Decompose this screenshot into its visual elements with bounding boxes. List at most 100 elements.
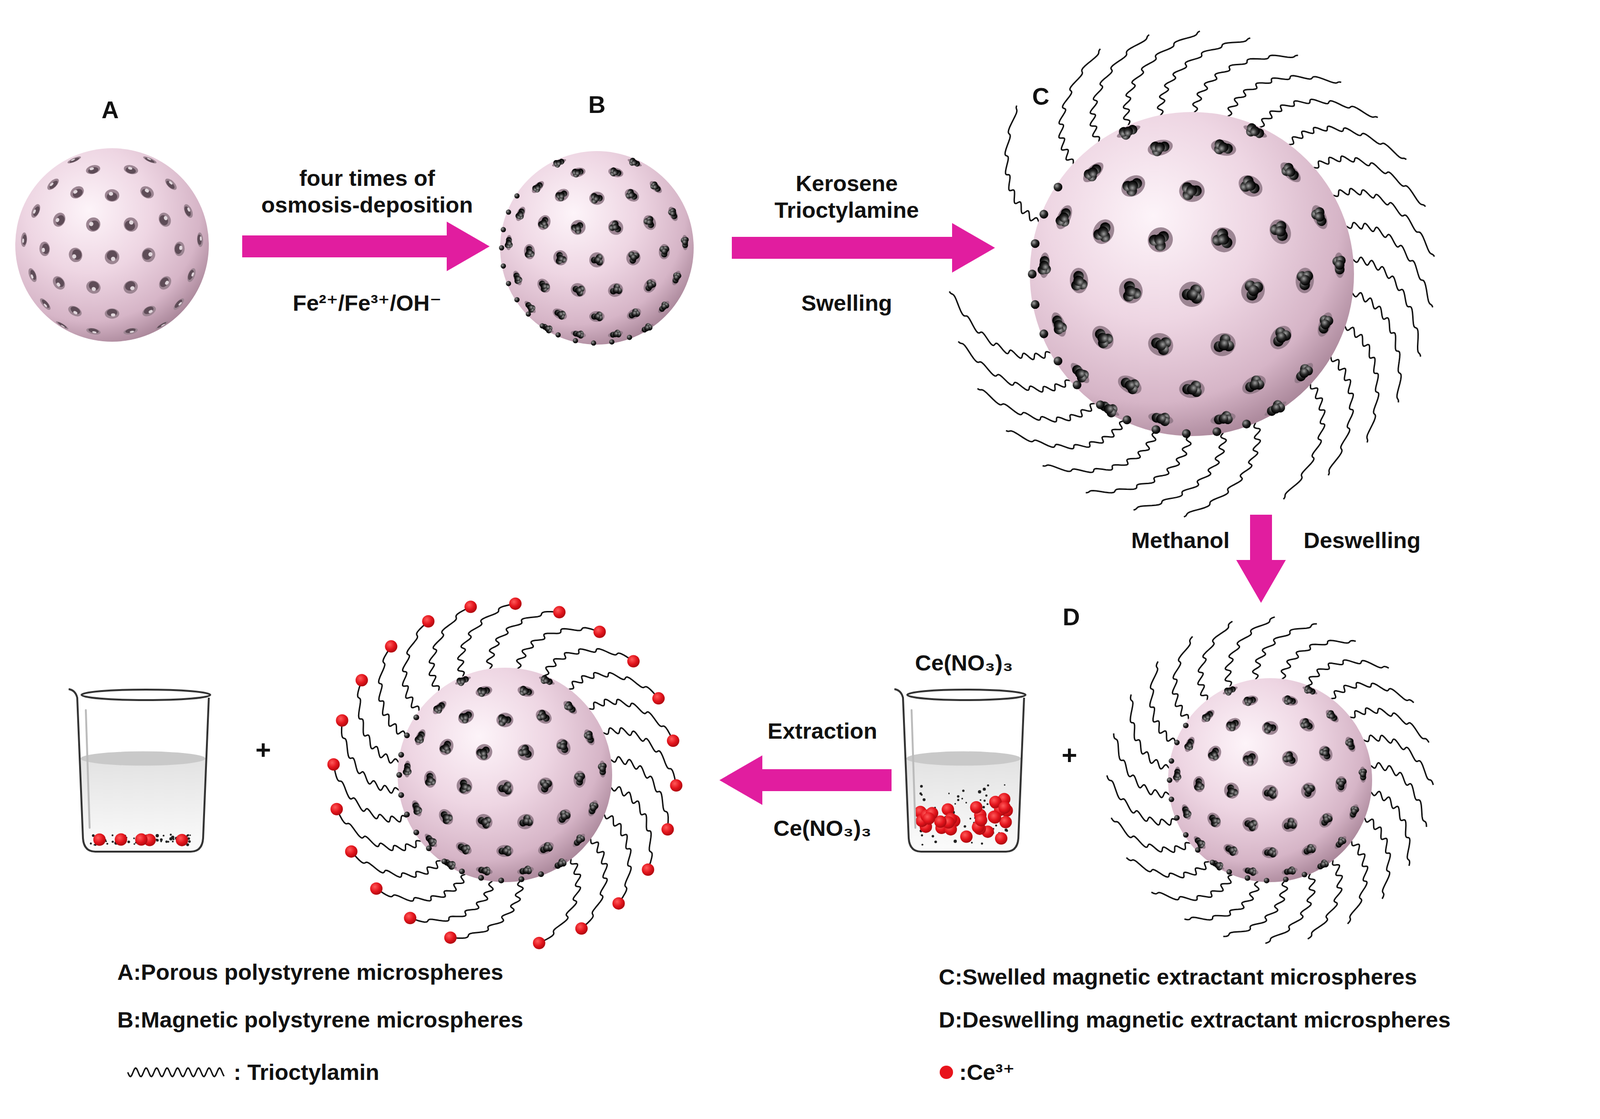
pore (67, 246, 84, 265)
process-arrow (242, 221, 490, 272)
trioctylamine-chain (1347, 292, 1402, 403)
pore (513, 740, 538, 765)
microsphere: A (15, 148, 209, 342)
pore (640, 213, 659, 233)
pore (1144, 329, 1177, 361)
pore (655, 298, 672, 316)
pore (1114, 371, 1145, 399)
extraction-arrow (719, 755, 892, 806)
pore (1301, 683, 1320, 698)
trioctylamine-chain (516, 627, 600, 672)
cerium-ion (661, 823, 674, 836)
pore (104, 189, 120, 202)
pore (104, 249, 120, 265)
pore (1239, 748, 1262, 771)
pore (140, 246, 157, 265)
pore (581, 728, 597, 748)
cerium-ion (403, 912, 417, 925)
trioctylamine-chain (1192, 55, 1299, 117)
trioctylamine-chain (1329, 682, 1415, 703)
pore (84, 163, 102, 176)
node-letter: A (101, 95, 119, 125)
trioctylamine-chain (1348, 257, 1421, 358)
cerium-ion (327, 758, 340, 771)
trioctylamine-chain (1133, 428, 1227, 511)
trioctylamine-chain (378, 646, 409, 737)
cerium-ion (666, 734, 680, 748)
pore (196, 232, 204, 247)
pore (1261, 785, 1279, 801)
pore (1278, 747, 1302, 770)
pore (1094, 396, 1123, 421)
cerium-ion (641, 863, 655, 877)
pore (1332, 252, 1347, 279)
trioctylamine-chain (450, 878, 524, 939)
pore (51, 210, 68, 229)
pore (607, 166, 625, 179)
pore (182, 203, 195, 220)
key-line: B:Magnetic polystyrene microspheres (117, 1006, 524, 1034)
pore (123, 163, 140, 176)
pore (567, 216, 589, 238)
pore (174, 241, 186, 257)
pore (605, 216, 626, 238)
trioctylamine-chain (1347, 840, 1368, 925)
arrow-label: Ce(NO₃)₃ (773, 815, 872, 842)
pore (529, 178, 547, 196)
pore (120, 214, 141, 235)
pore (454, 776, 475, 797)
pore (585, 799, 601, 819)
cerium-ion (355, 674, 369, 687)
pore (1221, 841, 1241, 859)
pore (570, 328, 587, 340)
trioctylamine-chain (1157, 38, 1251, 121)
cerium-ion (533, 937, 546, 950)
pore (1146, 137, 1175, 159)
pore (409, 799, 424, 819)
pore (1241, 865, 1260, 878)
chains (949, 30, 1435, 944)
pore (1209, 409, 1237, 429)
pore (1279, 815, 1301, 835)
trioctylamine-chain (1368, 763, 1427, 828)
pore (430, 698, 450, 718)
pore (156, 274, 174, 293)
pore (551, 248, 570, 268)
pore (1206, 329, 1240, 361)
cerium-ion (330, 803, 343, 816)
cerium-ion (509, 597, 522, 611)
pore (1281, 865, 1299, 878)
pore (569, 166, 587, 179)
pore (640, 276, 659, 296)
microsphere: C (1029, 112, 1354, 437)
arrow-label: Deswelling (1303, 527, 1421, 554)
pore (1179, 180, 1205, 203)
pore (185, 266, 198, 284)
pore (163, 176, 179, 193)
pore (1087, 321, 1118, 354)
pore (84, 278, 103, 297)
beaker-label: Ce(NO₃)₃ (914, 649, 1013, 677)
trioctylamine-chain (341, 720, 402, 794)
pore (1205, 743, 1224, 764)
pore (1220, 683, 1240, 698)
trioctylamine-chain (567, 673, 659, 699)
pore (1358, 766, 1368, 784)
pore (523, 243, 536, 260)
pore (511, 269, 524, 287)
pore (669, 269, 683, 287)
cerium-ion (553, 606, 566, 619)
trioctylamine-chain (1342, 222, 1433, 308)
trioctylamine-chain (1326, 354, 1354, 476)
legend-swatch (939, 1066, 954, 1080)
trioctylamine-chain (1252, 624, 1318, 683)
pore (589, 252, 605, 268)
trioctylamine-chain (1113, 733, 1173, 799)
pore (1068, 267, 1089, 295)
pore (1346, 803, 1361, 822)
pore (1116, 275, 1146, 307)
pore (534, 276, 554, 296)
arrow-label: Swelling (801, 289, 893, 317)
pore (553, 736, 574, 758)
pore (473, 811, 495, 833)
